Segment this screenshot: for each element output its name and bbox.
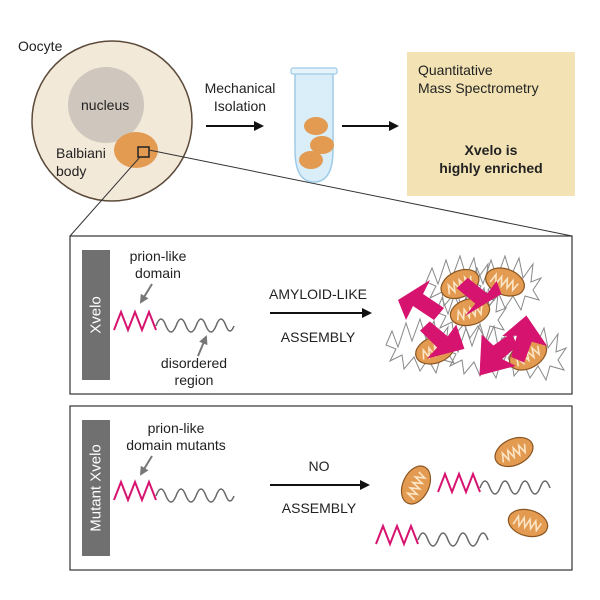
isolation-label-line1: Mechanical	[204, 80, 276, 96]
nucleus-shape	[68, 67, 144, 143]
free-protein-1-zigzag	[437, 471, 481, 495]
xvelo-tab: Xvelo	[82, 250, 110, 380]
free-protein-2-zigzag	[375, 523, 419, 547]
amyloid-aggregate	[385, 255, 567, 381]
isolated-body-3	[299, 151, 323, 169]
amyloid-label: AMYLOID-LIKE	[268, 286, 368, 302]
ms-label-line2: Mass Spectrometry	[418, 80, 539, 96]
balbiani-label-line1: Balbiani	[56, 145, 106, 161]
disordered-wave	[155, 318, 235, 333]
zoom-line-right	[148, 149, 573, 237]
mutant-wave	[155, 488, 235, 503]
pink-arrow-3	[479, 332, 518, 376]
mutant-prion-label-line1: prion-like	[147, 420, 205, 436]
mutant-tab-label: Mutant Xvelo	[87, 444, 105, 532]
ms-label-line1: Quantitative	[418, 62, 493, 78]
mutant-prion-label-line2: domain mutants	[126, 437, 226, 453]
free-protein-2-wave	[417, 532, 489, 547]
nucleus-label: nucleus	[81, 97, 130, 113]
prion-pointer-arrow	[139, 283, 153, 304]
isolation-label-line2: Isolation	[213, 98, 267, 114]
balbiani-label-line2: body	[56, 163, 87, 179]
disordered-label-line1: disordered	[160, 355, 228, 371]
prion-label-line2: domain	[135, 265, 181, 281]
zoom-line-left	[69, 156, 141, 237]
mutant-protein	[113, 479, 235, 503]
panel-mutant	[69, 405, 573, 571]
result-line1: Xvelo is	[464, 142, 518, 158]
disordered-pointer-arrow	[197, 335, 208, 357]
result-line2: highly enriched	[439, 160, 543, 176]
balbiani-body-shape	[114, 132, 158, 168]
mutant-xvelo-tab: Mutant Xvelo	[82, 420, 110, 556]
isolated-body-1	[304, 117, 328, 135]
disordered-label-line2: region	[174, 372, 214, 388]
prion-label-line1: prion-like	[129, 248, 187, 264]
pink-arrow-2	[456, 277, 502, 316]
oocyte-label: Oocyte	[18, 38, 63, 54]
mutant-pointer-arrow	[139, 455, 153, 476]
test-tube	[290, 67, 338, 183]
pink-arrow-5	[502, 315, 548, 363]
zoom-square	[137, 146, 150, 158]
pink-arrow-1	[398, 280, 444, 320]
assembly-label: ASSEMBLY	[280, 329, 356, 345]
xvelo-tab-label: Xvelo	[87, 296, 105, 334]
ms-box	[407, 52, 575, 196]
xvelo-protein	[113, 309, 235, 333]
isolated-body-2	[310, 136, 334, 154]
free-protein-1-wave	[479, 480, 551, 495]
no-assembly-label: ASSEMBLY	[281, 500, 357, 516]
dispersed-components	[375, 430, 552, 547]
no-label: NO	[308, 458, 330, 474]
mutant-zigzag	[113, 479, 157, 503]
pink-arrow-4	[420, 321, 465, 359]
prion-like-zigzag	[113, 309, 157, 333]
